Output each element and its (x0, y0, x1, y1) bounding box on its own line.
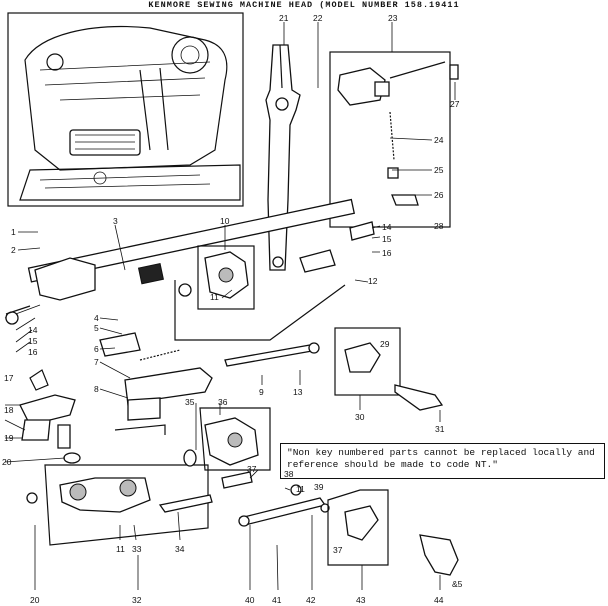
part-number-label: 37 (247, 464, 257, 474)
part-number-label: 42 (306, 595, 316, 605)
part-number-label: 1 (11, 227, 16, 237)
part-number-label: 16 (28, 347, 38, 357)
part-number-label: 14 (28, 325, 38, 335)
part-number-label: 41 (272, 595, 282, 605)
parts-17-to-20 (19, 369, 81, 464)
part-number-label: 6 (94, 344, 99, 354)
diagram-header: KENMORE SEWING MACHINE HEAD (MODEL NUMBE… (148, 0, 460, 10)
part-number-label: 17 (4, 373, 14, 383)
part-number-label: 37 (333, 545, 343, 555)
part-number-label: 15 (382, 234, 392, 244)
part-number-label: 16 (382, 248, 392, 258)
parts-4-to-8 (99, 332, 213, 435)
part-number-label: 11 (210, 292, 219, 302)
part-number-label: 13 (293, 387, 303, 397)
main-shaft (4, 198, 375, 325)
part-number-label: 8 (94, 384, 99, 394)
part-number-label: 20 (30, 595, 40, 605)
part-number-label: 9 (259, 387, 264, 397)
part-number-label: 22 (313, 13, 323, 23)
part-number-label: 20 (2, 457, 12, 467)
part-number-label: 18 (4, 405, 14, 415)
part-number-label: 19 (4, 433, 14, 443)
lever-arm (265, 44, 301, 271)
part-number-label: 5 (94, 323, 99, 333)
part-number-label: 25 (434, 165, 444, 175)
part-number-label: 4 (94, 313, 99, 323)
part-number-label: 33 (132, 544, 142, 554)
part-number-label: 10 (220, 216, 230, 226)
box-32 (26, 464, 213, 546)
part-number-label: 3 (113, 216, 118, 226)
note-box: "Non key numbered parts cannot be replac… (280, 443, 605, 479)
part-number-label: 39 (314, 482, 324, 492)
leader-lines (4, 22, 456, 591)
part-number-label: 2 (11, 245, 16, 255)
box-10 (197, 245, 255, 310)
part-number-label: 14 (382, 222, 392, 232)
bracket-12 (174, 249, 346, 341)
part-number-label: 44 (434, 595, 444, 605)
part-number-label: 15 (28, 336, 38, 346)
part-number-label: 40 (245, 595, 255, 605)
machine-overview-inset (7, 12, 244, 207)
part-number-label: 7 (94, 357, 99, 367)
part-number-label: 23 (388, 13, 398, 23)
corner-mark: &5 (452, 579, 463, 589)
rod-9 (224, 342, 320, 367)
part-number-label: 11 (296, 484, 305, 494)
box-36 (183, 407, 271, 471)
part-number-label: 11 (116, 544, 125, 554)
part-number-label: 32 (132, 595, 142, 605)
part-number-label: 43 (356, 595, 366, 605)
part-number-label: 31 (435, 424, 445, 434)
part-number-label: 12 (368, 276, 378, 286)
part-number-label: 28 (434, 221, 444, 231)
box-43 (327, 489, 459, 576)
link-40 (221, 471, 330, 527)
part-number-label: 30 (355, 412, 365, 422)
part-number-label: 38 (284, 469, 294, 479)
part-number-label: 26 (434, 190, 444, 200)
box-23 (329, 51, 459, 228)
part-number-label: 34 (175, 544, 185, 554)
part-number-label: 27 (450, 99, 460, 109)
part-number-label: 35 (185, 397, 195, 407)
part-number-label: 21 (279, 13, 289, 23)
part-number-label: 36 (218, 397, 228, 407)
part-number-label: 24 (434, 135, 444, 145)
box-30 (334, 327, 444, 411)
part-number-label: 29 (380, 339, 390, 349)
